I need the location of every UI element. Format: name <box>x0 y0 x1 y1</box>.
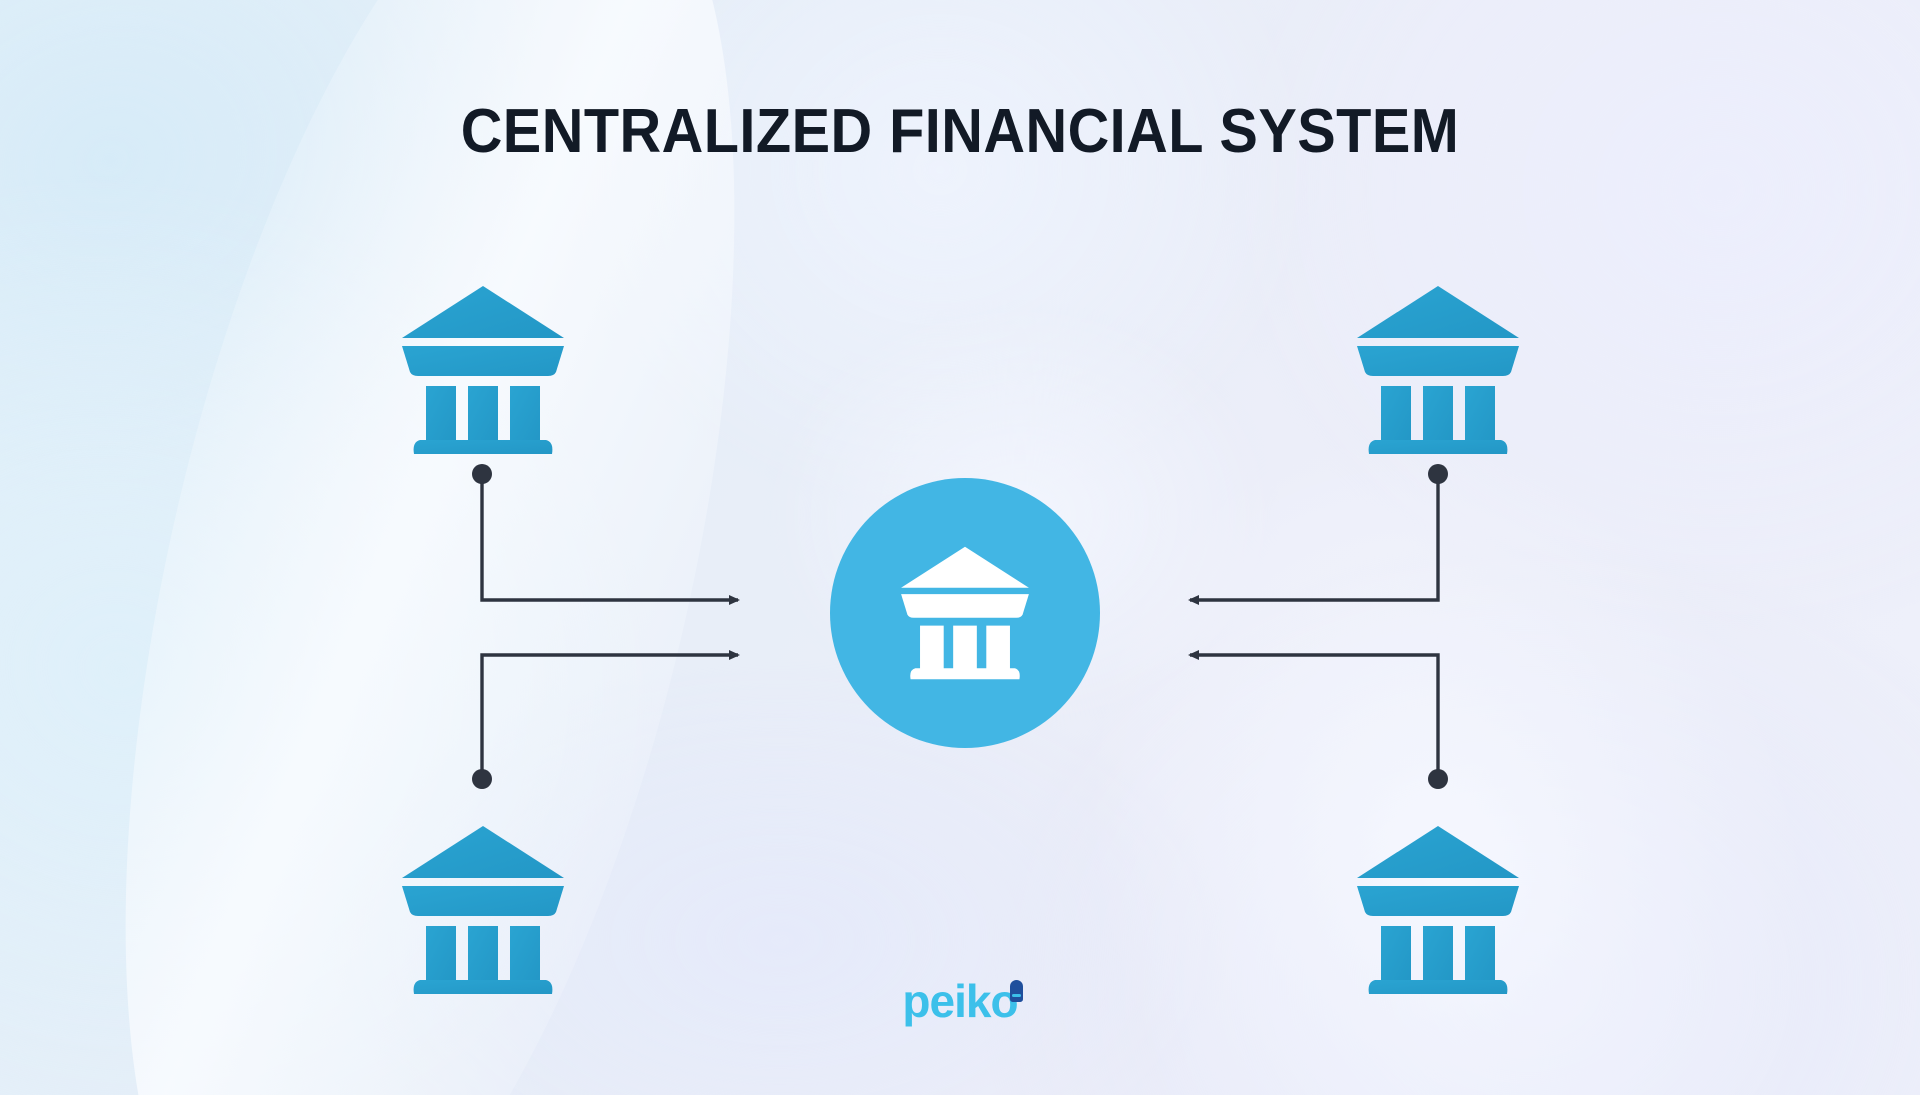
connector-bottom-right <box>1188 650 1448 789</box>
connector-top-left <box>472 464 740 605</box>
logo-wrapper: peiko <box>902 975 1023 1027</box>
bank-icon <box>402 286 564 454</box>
connector-top-right <box>1188 464 1448 605</box>
page-title: CENTRALIZED FINANCIAL SYSTEM <box>460 97 1460 166</box>
bank-node-bottom-right[interactable] <box>1355 820 1521 1000</box>
bank-icon <box>901 546 1029 680</box>
bank-icon <box>1357 286 1519 454</box>
bank-icon <box>402 826 564 994</box>
central-authority-node[interactable] <box>830 478 1100 748</box>
footer-logo[interactable]: peiko <box>0 978 1920 1024</box>
connector-bottom-left <box>472 650 740 789</box>
bank-icon <box>1357 826 1519 994</box>
logo-text: peiko <box>902 975 1018 1027</box>
bank-node-top-right[interactable] <box>1355 280 1521 460</box>
bank-node-bottom-left[interactable] <box>400 820 566 1000</box>
logo-mark-icon <box>1009 980 1023 1002</box>
bank-node-top-left[interactable] <box>400 280 566 460</box>
